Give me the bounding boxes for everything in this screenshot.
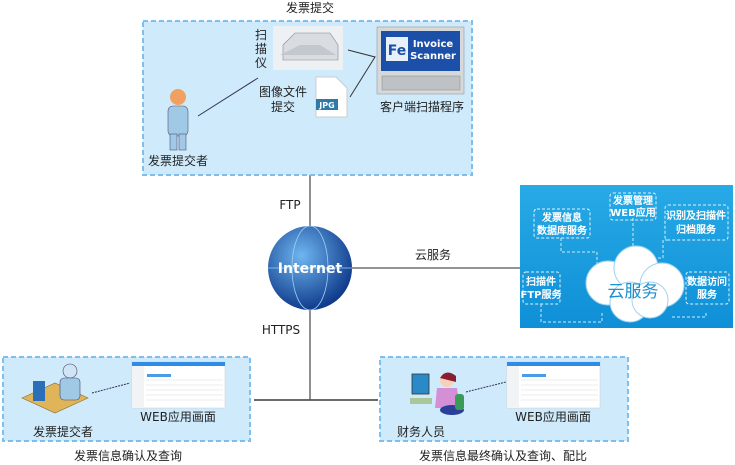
scanner-to-client-lines bbox=[347, 49, 376, 98]
submitter-person-icon bbox=[167, 89, 189, 151]
service-label: FTP服务 bbox=[521, 288, 563, 301]
scanner-label-3: 仪 bbox=[255, 56, 267, 70]
cloud-shape bbox=[585, 245, 685, 323]
cloud-service-ftp: 扫描件 FTP服务 bbox=[521, 275, 563, 301]
scanner-icon bbox=[273, 26, 343, 70]
client-computer-icon: Fe Invoice Scanner bbox=[376, 26, 465, 95]
cloud-service-recognition: 识别及扫描件 归档服务 bbox=[666, 209, 726, 236]
cloud-service-web-app: 发票管理 WEB应用 bbox=[610, 194, 655, 219]
bottom-left-web-label: WEB应用画面 bbox=[140, 409, 216, 424]
bottom-left-person-label: 发票提交者 bbox=[33, 424, 93, 439]
service-label: WEB应用 bbox=[610, 206, 655, 219]
monitor-brand-1: Invoice bbox=[413, 39, 454, 50]
scanner-label-2: 描 bbox=[255, 42, 267, 56]
web-app-screenshot bbox=[506, 361, 601, 409]
submitter-at-desk-icon bbox=[21, 363, 89, 414]
service-label: 服务 bbox=[697, 288, 718, 301]
bottom-right-person-label: 财务人员 bbox=[397, 424, 445, 439]
cloud-service-boxes bbox=[522, 192, 730, 305]
https-label: HTTPS bbox=[262, 323, 300, 337]
service-label: 数据库服务 bbox=[537, 224, 588, 237]
client-program-label: 客户端扫描程序 bbox=[380, 99, 464, 114]
image-file-label-2: 提交 bbox=[271, 99, 295, 114]
internet-label: Internet bbox=[278, 261, 343, 277]
cloud-center-label: 云服务 bbox=[608, 282, 659, 302]
svg-text:Fe: Fe bbox=[388, 43, 407, 59]
bottom-right-caption: 发票信息最终确认及查询、配比 bbox=[419, 448, 587, 463]
service-label: 识别及扫描件 bbox=[666, 209, 726, 222]
cloud-link-label: 云服务 bbox=[415, 247, 451, 262]
submitter-label: 发票提交者 bbox=[148, 153, 208, 168]
link-line bbox=[91, 382, 131, 394]
web-app-screenshot bbox=[131, 361, 226, 409]
cloud-service-connectors bbox=[540, 218, 707, 323]
jpg-file-icon: JPG bbox=[315, 76, 348, 118]
connectors bbox=[254, 175, 522, 401]
ftp-label: FTP bbox=[279, 198, 300, 212]
service-label: 数据访问 bbox=[687, 275, 727, 288]
bottom-left-caption: 发票信息确认及查询 bbox=[74, 448, 182, 463]
monitor-brand-2: Scanner bbox=[410, 51, 456, 62]
bottom-right-web-label: WEB应用画面 bbox=[515, 409, 591, 424]
image-file-label-1: 图像文件 bbox=[259, 84, 307, 99]
top-section-title: 发票提交 bbox=[286, 0, 334, 15]
submit-link-line bbox=[197, 77, 259, 117]
service-label: 发票信息 bbox=[541, 211, 582, 224]
service-label: 扫描件 bbox=[526, 275, 556, 288]
internet-globe-icon: Internet bbox=[268, 225, 352, 311]
service-label: 归档服务 bbox=[676, 223, 717, 236]
scanner-label-1: 扫 bbox=[255, 28, 267, 42]
link-line bbox=[465, 381, 507, 393]
service-label: 发票管理 bbox=[612, 194, 653, 207]
cloud-service-data-access: 数据访问 服务 bbox=[687, 275, 727, 301]
cloud-service-database: 发票信息 数据库服务 bbox=[537, 211, 588, 237]
jpg-badge: JPG bbox=[318, 101, 334, 110]
finance-staff-icon bbox=[410, 372, 464, 415]
